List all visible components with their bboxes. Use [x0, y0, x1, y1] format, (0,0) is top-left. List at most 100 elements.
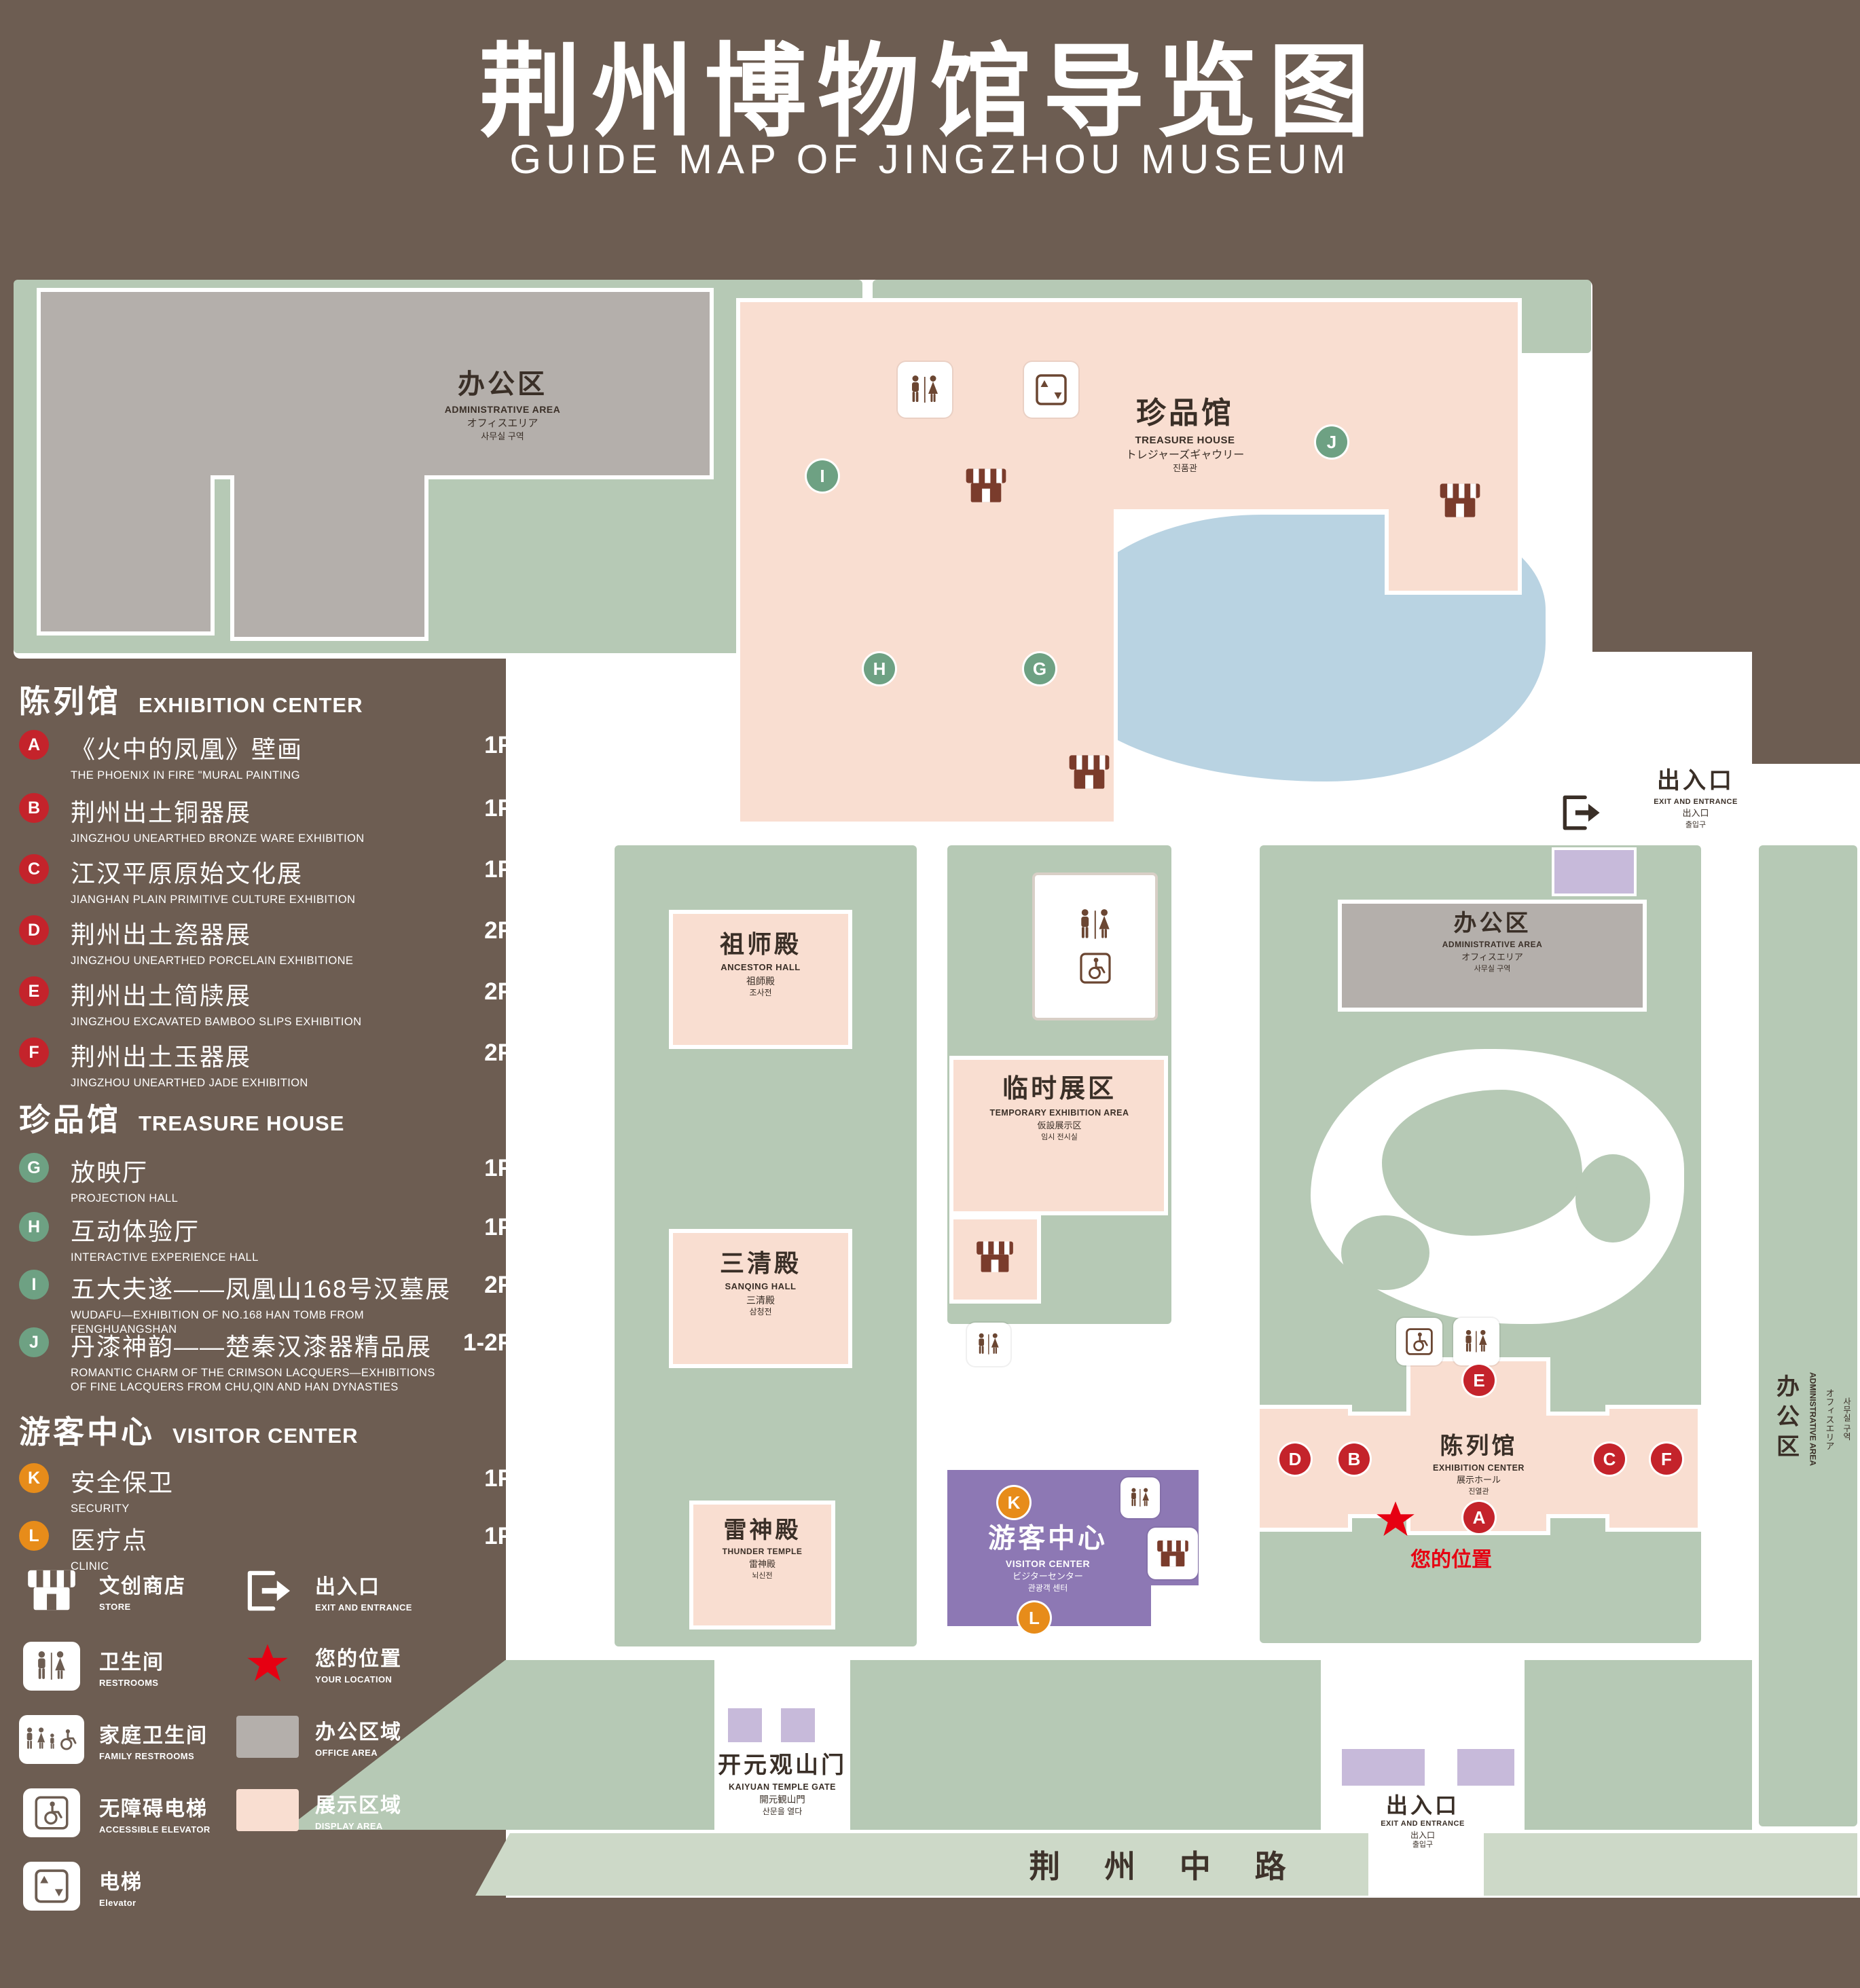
legend-marker-L: L [19, 1521, 49, 1551]
page-subtitle: GUIDE MAP OF JINGZHOU MUSEUM [509, 136, 1351, 182]
legend-item-I: I 五大夫遂——凤凰山168号汉墓展 WUDAFU—EXHIBITION OF … [19, 1270, 512, 1336]
store-icon [1068, 754, 1111, 790]
your-location-label: 您的位置 [1410, 1549, 1492, 1571]
map-marker-J: J [1316, 426, 1347, 458]
restroom-icon [1127, 1488, 1153, 1508]
legend-floor-J: 1-2F [463, 1329, 512, 1356]
location-star-icon [1376, 1501, 1415, 1539]
admin-northwest-building [37, 288, 714, 641]
thunder-temple-building [689, 1501, 835, 1630]
legend-floor-C: 1F [484, 856, 512, 883]
ancestor-hall-label: 祖师殿 ANCESTOR HALL 祖師殿 조사전 [719, 930, 801, 997]
treasure-house-building [736, 298, 1522, 826]
store-icon [964, 467, 1008, 504]
legend-key-family-restrooms: 家庭卫生间 FAMILY RESTROOMS [19, 1715, 208, 1764]
map-marker-E: E [1463, 1365, 1495, 1396]
legend-item-J: J 丹漆神韵——楚秦汉漆器精品展 ROMANTIC CHARM OF THE C… [19, 1327, 512, 1394]
gate-plaza [714, 1660, 850, 1830]
map-marker-G: G [1024, 653, 1055, 684]
restroom-kiosk [898, 362, 952, 418]
admin-far-east-label: 办公区 ADMINISTRATIVE AREA オフィスエリア 사무실 구역 [1772, 1372, 1852, 1466]
map-marker-A: A [1463, 1502, 1495, 1533]
page-title: 荆州博物馆导览图 [479, 35, 1381, 149]
map-marker-I: I [807, 460, 838, 492]
ancestor-hall-building [669, 910, 852, 1049]
visitor-center-label: 游客中心 VISITOR CENTER ビジターセンター 관광객 센터 [988, 1524, 1108, 1594]
legend-key-your-location: 您的位置 YOUR LOCATION [235, 1642, 402, 1685]
admin-east-label: 办公区 ADMINISTRATIVE AREA オフィスエリア 사무실 구역 [1442, 910, 1543, 973]
legend-section-exhibition-center: 陈列馆 EXHIBITION CENTER [19, 684, 363, 719]
south-entrance-building-left [1339, 1746, 1427, 1788]
south-exit-label: 出入口 EXIT AND ENTRANCE 出入口 출입구 [1381, 1793, 1465, 1849]
restroom-icon [974, 1333, 1003, 1356]
legend-floor-E: 2F [484, 978, 512, 1005]
legend-floor-K: 1F [484, 1465, 512, 1492]
legend-key-office-area: 办公区域 OFFICE AREA [235, 1715, 402, 1758]
northeast-exit-label: 出入口 EXIT AND ENTRANCE 出入口 출입구 [1654, 768, 1738, 830]
location-star-icon [247, 1643, 289, 1684]
legend-item-G: G 放映厅 PROJECTION HALL 1F [19, 1153, 512, 1206]
admin-east-building [1338, 900, 1647, 1012]
garden-island-small [1575, 1154, 1650, 1242]
legend-key-restrooms: 卫生间 RESTROOMS [19, 1642, 164, 1691]
restroom-icon [33, 1651, 71, 1682]
legend-marker-B: B [19, 793, 49, 823]
accessible-elevator-icon [1405, 1327, 1434, 1356]
exhibition-center-building [1256, 1357, 1702, 1535]
garden-island-small-2 [1341, 1215, 1429, 1290]
treasure-house-label: 珍品馆 TREASURE HOUSE トレジャーズギャウリー 진품관 [1125, 397, 1245, 474]
map-marker-H: H [864, 653, 895, 684]
map-marker-K: K [998, 1487, 1029, 1518]
restroom-icon [907, 375, 943, 405]
restroom-building [1032, 872, 1158, 1020]
store-icon [24, 1568, 79, 1612]
road-name: 荆 州 中 路 [1029, 1849, 1304, 1884]
map-marker-L: L [1019, 1602, 1050, 1634]
legend-item-A: A 《火中的凤凰》壁画 THE PHOENIX IN FIRE "MURAL P… [19, 730, 512, 783]
legend-floor-F: 2F [484, 1039, 512, 1066]
map-marker-D: D [1279, 1443, 1311, 1475]
store-icon [1156, 1539, 1190, 1568]
legend-item-F: F 荆州出土玉器展 JINGZHOU UNEARTHED JADE EXHIBI… [19, 1037, 512, 1090]
legend-marker-A: A [19, 730, 49, 760]
admin-northwest-label: 办公区 ADMINISTRATIVE AREA オフィスエリア 사무실 구역 [444, 369, 561, 441]
visitor-restroom-kiosk [1120, 1477, 1160, 1518]
legend-item-B: B 荆州出土铜器展 JINGZHOU UNEARTHED BRONZE WARE… [19, 793, 512, 846]
legend-marker-K: K [19, 1463, 49, 1493]
legend-floor-L: 1F [484, 1523, 512, 1549]
legend-floor-D: 2F [484, 917, 512, 944]
exhibition-center-label: 陈列馆 EXHIBITION CENTER 展示ホール 진열관 [1433, 1433, 1525, 1496]
south-exit-plaza [1321, 1660, 1525, 1830]
lawn-far-east-strip [1759, 845, 1857, 1826]
map-marker-F: F [1651, 1443, 1682, 1475]
legend-item-D: D 荆州出土瓷器展 JINGZHOU UNEARTHED PORCELAIN E… [19, 915, 512, 968]
exhibition-restroom-kiosk [1453, 1318, 1499, 1365]
legend-marker-C: C [19, 854, 49, 884]
legend-floor-G: 1F [484, 1155, 512, 1181]
garden-island [1382, 1090, 1582, 1236]
legend-item-H: H 互动体验厅 INTERACTIVE EXPERIENCE HALL 1F [19, 1212, 512, 1265]
legend-marker-J: J [19, 1327, 49, 1357]
sanqing-hall-label: 三清殿 SANQING HALL 三清殿 삼청전 [719, 1249, 801, 1317]
legend-key-display-area: 展示区域 DISPLAY AREA [235, 1788, 402, 1831]
northeast-entrance-building [1552, 847, 1637, 896]
family-restroom-icon [24, 1725, 79, 1754]
legend-key-exit: 出入口 EXIT AND ENTRANCE [235, 1568, 412, 1613]
restroom-icon [1461, 1329, 1491, 1354]
legend-floor-H: 1F [484, 1214, 512, 1240]
legend-marker-E: E [19, 976, 49, 1006]
legend: 陈列馆 EXHIBITION CENTER A 《火中的凤凰》壁画 THE PH… [19, 669, 535, 1988]
map-marker-B: B [1338, 1443, 1370, 1475]
sanqing-hall-building [669, 1229, 852, 1368]
gate-kiosk-right [778, 1706, 818, 1745]
legend-item-C: C 江汉平原原始文化展 JIANGHAN PLAIN PRIMITIVE CUL… [19, 854, 512, 907]
map-marker-C: C [1594, 1443, 1625, 1475]
legend-marker-H: H [19, 1212, 49, 1242]
store-icon [1438, 482, 1482, 519]
legend-item-E: E 荆州出土简牍展 JINGZHOU EXCAVATED BAMBOO SLIP… [19, 976, 512, 1029]
legend-marker-G: G [19, 1153, 49, 1183]
legend-key-store: 文创商店 STORE [19, 1568, 186, 1612]
exhibition-elevator-kiosk [1396, 1318, 1442, 1365]
office-area-swatch [236, 1715, 299, 1758]
